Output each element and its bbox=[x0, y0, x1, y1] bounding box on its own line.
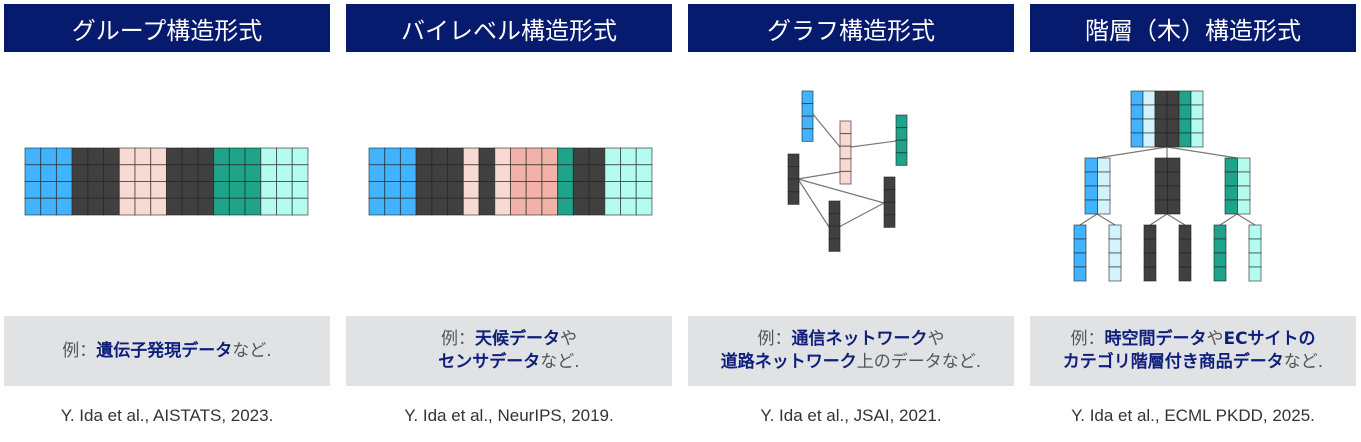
citation: Y. Ida et al., NeurIPS, 2019. bbox=[404, 406, 614, 425]
edge bbox=[1166, 213, 1186, 226]
panel-group: グループ構造形式 例：遺伝子発現データなど. Y. Ida et al., AI… bbox=[4, 0, 330, 442]
graph-node-cell bbox=[883, 214, 896, 228]
citation: Y. Ida et al., AISTATS, 2023. bbox=[60, 406, 274, 425]
example-box: 例：遺伝子発現データなど. bbox=[4, 316, 330, 386]
citation: Y. Ida et al., ECML PKDD, 2025. bbox=[1071, 406, 1315, 425]
panel-title: グループ構造形式 bbox=[4, 4, 330, 52]
panel-title: グラフ構造形式 bbox=[688, 4, 1014, 52]
tree-leaf-cell bbox=[1108, 266, 1122, 282]
tree-leaf-cell bbox=[1213, 266, 1227, 282]
example-text: センサデータ bbox=[438, 352, 541, 372]
graph-node-cell bbox=[828, 238, 841, 252]
tree-node-cell bbox=[1097, 199, 1111, 215]
edge bbox=[838, 202, 885, 228]
group-cell bbox=[291, 197, 309, 216]
edge bbox=[1236, 213, 1256, 226]
edge bbox=[1149, 213, 1168, 226]
example-text: 例： bbox=[757, 329, 792, 349]
edge bbox=[1079, 213, 1098, 226]
example-text: 時空間データ bbox=[1104, 329, 1207, 349]
edge bbox=[1096, 213, 1116, 226]
example-text: など. bbox=[232, 340, 272, 361]
edge bbox=[850, 140, 897, 148]
example-text: 通信ネットワーク bbox=[791, 329, 928, 349]
tree-root-cell bbox=[1190, 132, 1204, 148]
panel-title: バイレベル構造形式 bbox=[346, 4, 672, 52]
tree-leaf-cell bbox=[1143, 266, 1157, 282]
example-text: や bbox=[927, 329, 945, 349]
example-text: など. bbox=[540, 352, 580, 372]
example-box: 例：天候データやセンサデータなど. bbox=[346, 316, 672, 386]
panel-bilevel: バイレベル構造形式 例：天候データやセンサデータなど. Y. Ida et al… bbox=[346, 0, 672, 442]
tree-leaf-cell bbox=[1248, 266, 1262, 282]
edge bbox=[797, 178, 885, 204]
edge bbox=[797, 171, 841, 180]
example-box: 例：時空間データやECサイトのカテゴリ階層付き商品データなど. bbox=[1030, 316, 1356, 386]
graph-node-cell bbox=[801, 128, 814, 142]
graph-node-cell bbox=[895, 152, 908, 166]
example-text: 上のデータなど. bbox=[856, 352, 982, 372]
example-box: 例：通信ネットワークや道路ネットワーク上のデータなど. bbox=[688, 316, 1014, 386]
tree-leaf-cell bbox=[1073, 266, 1087, 282]
tree-node-cell bbox=[1167, 199, 1181, 215]
tree-leaf-cell bbox=[1178, 266, 1192, 282]
edge bbox=[797, 178, 830, 228]
example-text: 道路ネットワーク bbox=[720, 352, 857, 372]
bilevel-cell bbox=[635, 197, 653, 216]
example-text: 例： bbox=[62, 340, 97, 361]
example-text: 例： bbox=[1070, 329, 1105, 349]
example-text: など. bbox=[1283, 352, 1324, 372]
panel-tree: 階層（木）構造形式 例：時空間データやECサイトのカテゴリ階層付き商品データなど… bbox=[1030, 0, 1356, 442]
graph-node-cell bbox=[787, 191, 800, 205]
edge bbox=[1096, 146, 1168, 159]
edge bbox=[1219, 213, 1238, 226]
example-text: 天候データ bbox=[475, 329, 560, 349]
example-text: カテゴリ階層付き商品データ bbox=[1062, 352, 1284, 372]
edge bbox=[811, 112, 841, 148]
example-text: 遺伝子発現データ bbox=[96, 340, 233, 361]
example-text: や bbox=[1206, 329, 1224, 349]
tree-node-cell bbox=[1237, 199, 1251, 215]
panel-title: 階層（木）構造形式 bbox=[1030, 4, 1356, 52]
edge bbox=[1166, 146, 1238, 159]
panel-graph: グラフ構造形式 例：通信ネットワークや道路ネットワーク上のデータなど. Y. I… bbox=[688, 0, 1014, 442]
citation: Y. Ida et al., JSAI, 2021. bbox=[760, 406, 942, 425]
example-text: ECサイトの bbox=[1223, 329, 1316, 349]
example-text: 例： bbox=[441, 329, 475, 349]
graph-node-cell bbox=[839, 170, 852, 185]
example-text: や bbox=[560, 329, 577, 349]
